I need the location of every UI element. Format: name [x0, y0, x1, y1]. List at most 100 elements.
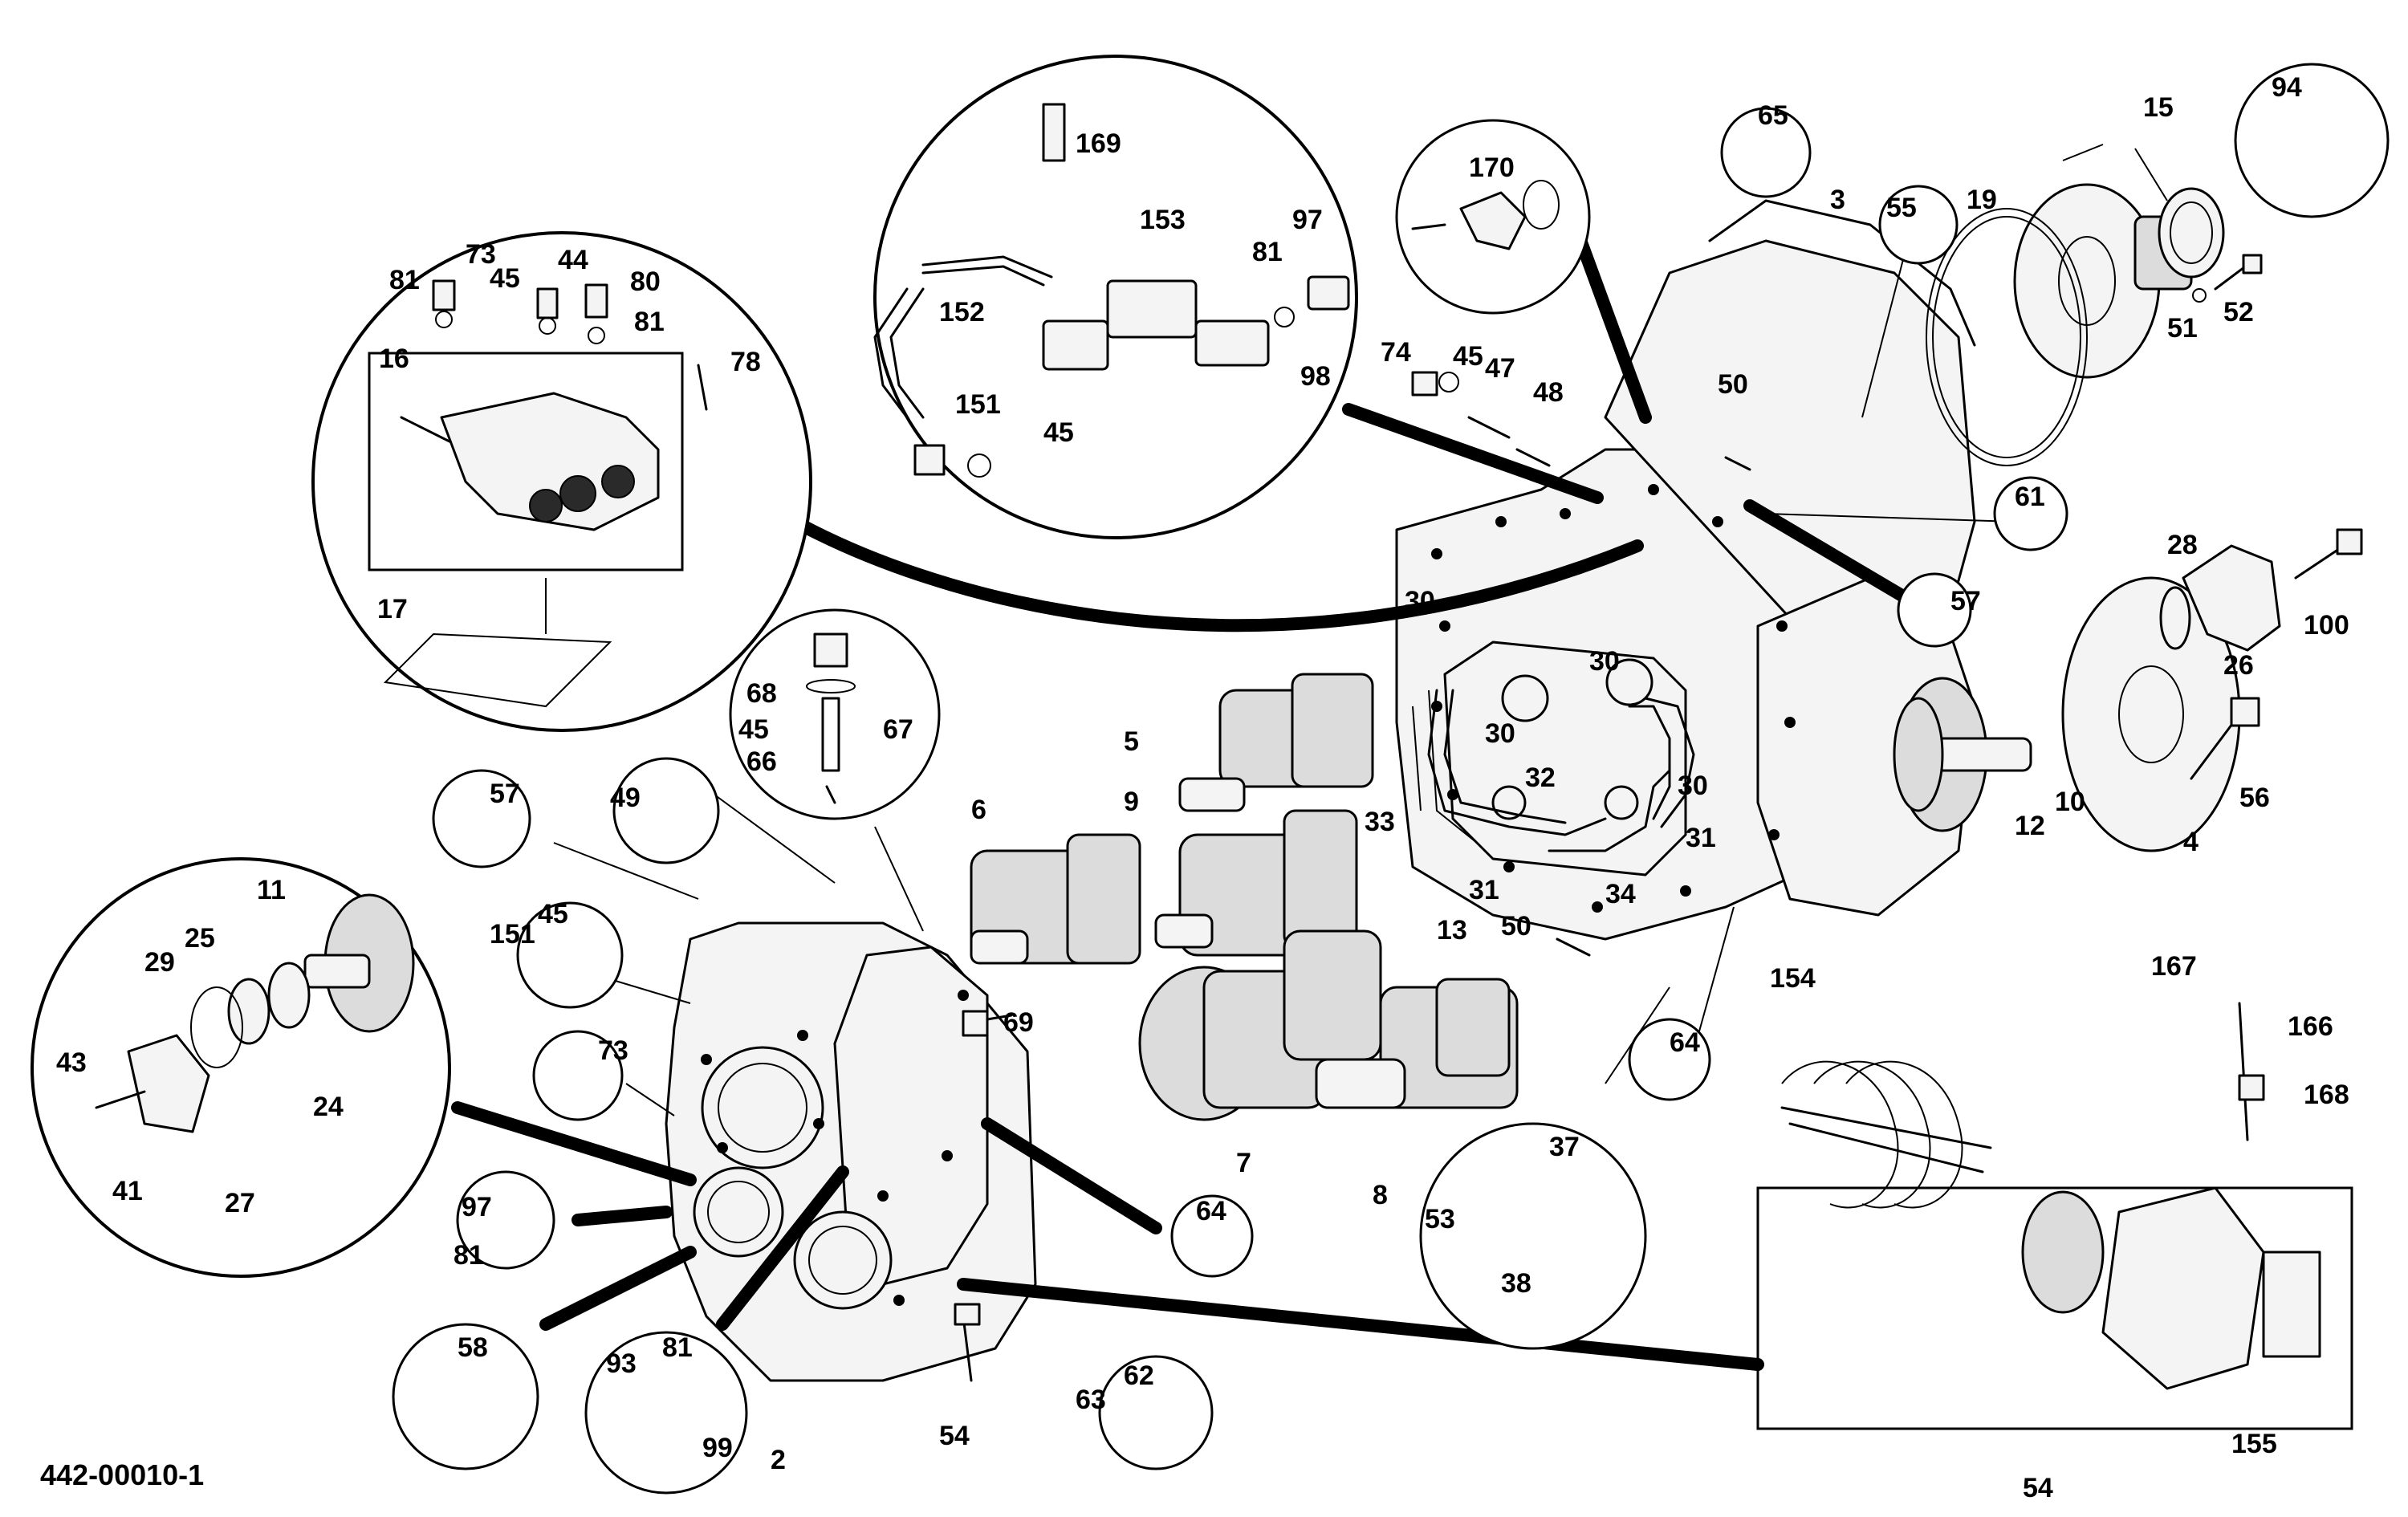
- label-64a: 64: [1196, 1196, 1226, 1226]
- label-50b: 50: [1501, 911, 1531, 942]
- callout-170: [1395, 119, 1591, 315]
- label-25: 25: [185, 923, 215, 954]
- label-31b: 31: [1469, 875, 1499, 905]
- part-labels: 2 3 4 5 6 7 8 9 10 11 12 13 15 16 17 19 …: [56, 72, 2349, 1503]
- label-30d: 30: [1678, 771, 1708, 801]
- label-30a: 30: [1405, 586, 1435, 616]
- label-81e: 81: [662, 1332, 693, 1363]
- label-61: 61: [2015, 482, 2045, 512]
- label-65: 65: [1758, 100, 1788, 131]
- label-81a: 81: [389, 265, 420, 295]
- label-50a: 50: [1718, 369, 1748, 400]
- label-26: 26: [2223, 650, 2254, 681]
- gear-shafts: [970, 183, 2363, 1121]
- label-155: 155: [2231, 1429, 2277, 1459]
- label-151b: 151: [490, 919, 535, 950]
- label-45a: 45: [490, 263, 520, 294]
- loose-parts: [954, 371, 1751, 1382]
- callout-pump: [1756, 1002, 2353, 1430]
- label-4: 4: [2183, 827, 2199, 857]
- callout-output-shaft: [31, 857, 451, 1278]
- label-168: 168: [2304, 1080, 2349, 1110]
- label-80: 80: [630, 266, 661, 297]
- label-153: 153: [1140, 205, 1186, 235]
- label-81d: 81: [454, 1240, 484, 1271]
- label-8: 8: [1373, 1180, 1388, 1210]
- label-66: 66: [746, 746, 777, 777]
- drawing-reference-number: 442-00010-1: [40, 1458, 204, 1491]
- front-housing: [665, 921, 1037, 1382]
- label-13: 13: [1437, 915, 1467, 946]
- label-30b: 30: [1485, 718, 1515, 749]
- label-48: 48: [1533, 377, 1564, 408]
- label-43: 43: [56, 1047, 87, 1078]
- main-housing: [1395, 199, 1976, 941]
- label-24: 24: [313, 1092, 344, 1122]
- label-69: 69: [1003, 1007, 1034, 1038]
- label-19: 19: [1967, 185, 1997, 215]
- label-2: 2: [771, 1445, 786, 1475]
- label-58: 58: [458, 1332, 488, 1363]
- label-94: 94: [2272, 72, 2302, 103]
- label-54a: 54: [939, 1421, 970, 1451]
- label-170: 170: [1469, 153, 1515, 183]
- label-45e: 45: [538, 899, 568, 929]
- label-167: 167: [2151, 951, 2197, 982]
- label-7: 7: [1236, 1148, 1251, 1178]
- label-45d: 45: [738, 714, 769, 745]
- label-152: 152: [939, 297, 985, 327]
- label-38: 38: [1501, 1268, 1531, 1299]
- label-34: 34: [1605, 879, 1636, 909]
- label-73a: 73: [466, 239, 496, 270]
- label-81c: 81: [1252, 237, 1283, 267]
- label-10: 10: [2055, 787, 2085, 817]
- label-33: 33: [1365, 807, 1395, 837]
- label-44: 44: [558, 245, 588, 275]
- label-6: 6: [971, 795, 986, 825]
- label-74: 74: [1381, 337, 1411, 368]
- label-45b: 45: [1453, 341, 1483, 372]
- label-3: 3: [1830, 185, 1845, 215]
- label-28: 28: [2167, 530, 2198, 560]
- label-11: 11: [257, 875, 286, 905]
- label-37: 37: [1549, 1132, 1580, 1162]
- label-32: 32: [1525, 763, 1556, 793]
- label-154: 154: [1770, 963, 1816, 994]
- label-52: 52: [2223, 297, 2254, 327]
- label-63: 63: [1076, 1385, 1106, 1415]
- label-53: 53: [1425, 1204, 1455, 1234]
- label-54b: 54: [2023, 1473, 2053, 1503]
- label-78: 78: [730, 347, 761, 377]
- label-31a: 31: [1686, 823, 1716, 853]
- label-98: 98: [1300, 361, 1331, 392]
- label-27: 27: [225, 1188, 255, 1218]
- label-97a: 97: [462, 1192, 492, 1222]
- label-99: 99: [702, 1433, 733, 1463]
- leader-bars: [451, 144, 2168, 1371]
- label-166: 166: [2288, 1011, 2333, 1042]
- label-57a: 57: [490, 779, 520, 809]
- label-29: 29: [144, 947, 175, 978]
- label-73b: 73: [598, 1035, 628, 1066]
- label-5: 5: [1124, 726, 1139, 757]
- label-51: 51: [2167, 313, 2198, 344]
- callout-breather: [729, 608, 941, 820]
- label-93: 93: [606, 1348, 637, 1379]
- label-57b: 57: [1950, 586, 1981, 616]
- label-81b: 81: [634, 307, 665, 337]
- label-47: 47: [1485, 353, 1515, 384]
- callout-valve-block: [311, 231, 812, 732]
- label-151a: 151: [955, 389, 1001, 420]
- callout-solenoid: [873, 55, 1358, 539]
- small-callouts: [392, 63, 2390, 1495]
- label-49: 49: [610, 783, 641, 813]
- label-97b: 97: [1292, 205, 1323, 235]
- label-30c: 30: [1589, 646, 1620, 677]
- label-67: 67: [883, 714, 913, 745]
- label-41: 41: [112, 1176, 143, 1206]
- label-9: 9: [1124, 787, 1139, 817]
- label-169: 169: [1076, 128, 1121, 159]
- label-17: 17: [377, 594, 408, 624]
- label-64b: 64: [1670, 1027, 1700, 1058]
